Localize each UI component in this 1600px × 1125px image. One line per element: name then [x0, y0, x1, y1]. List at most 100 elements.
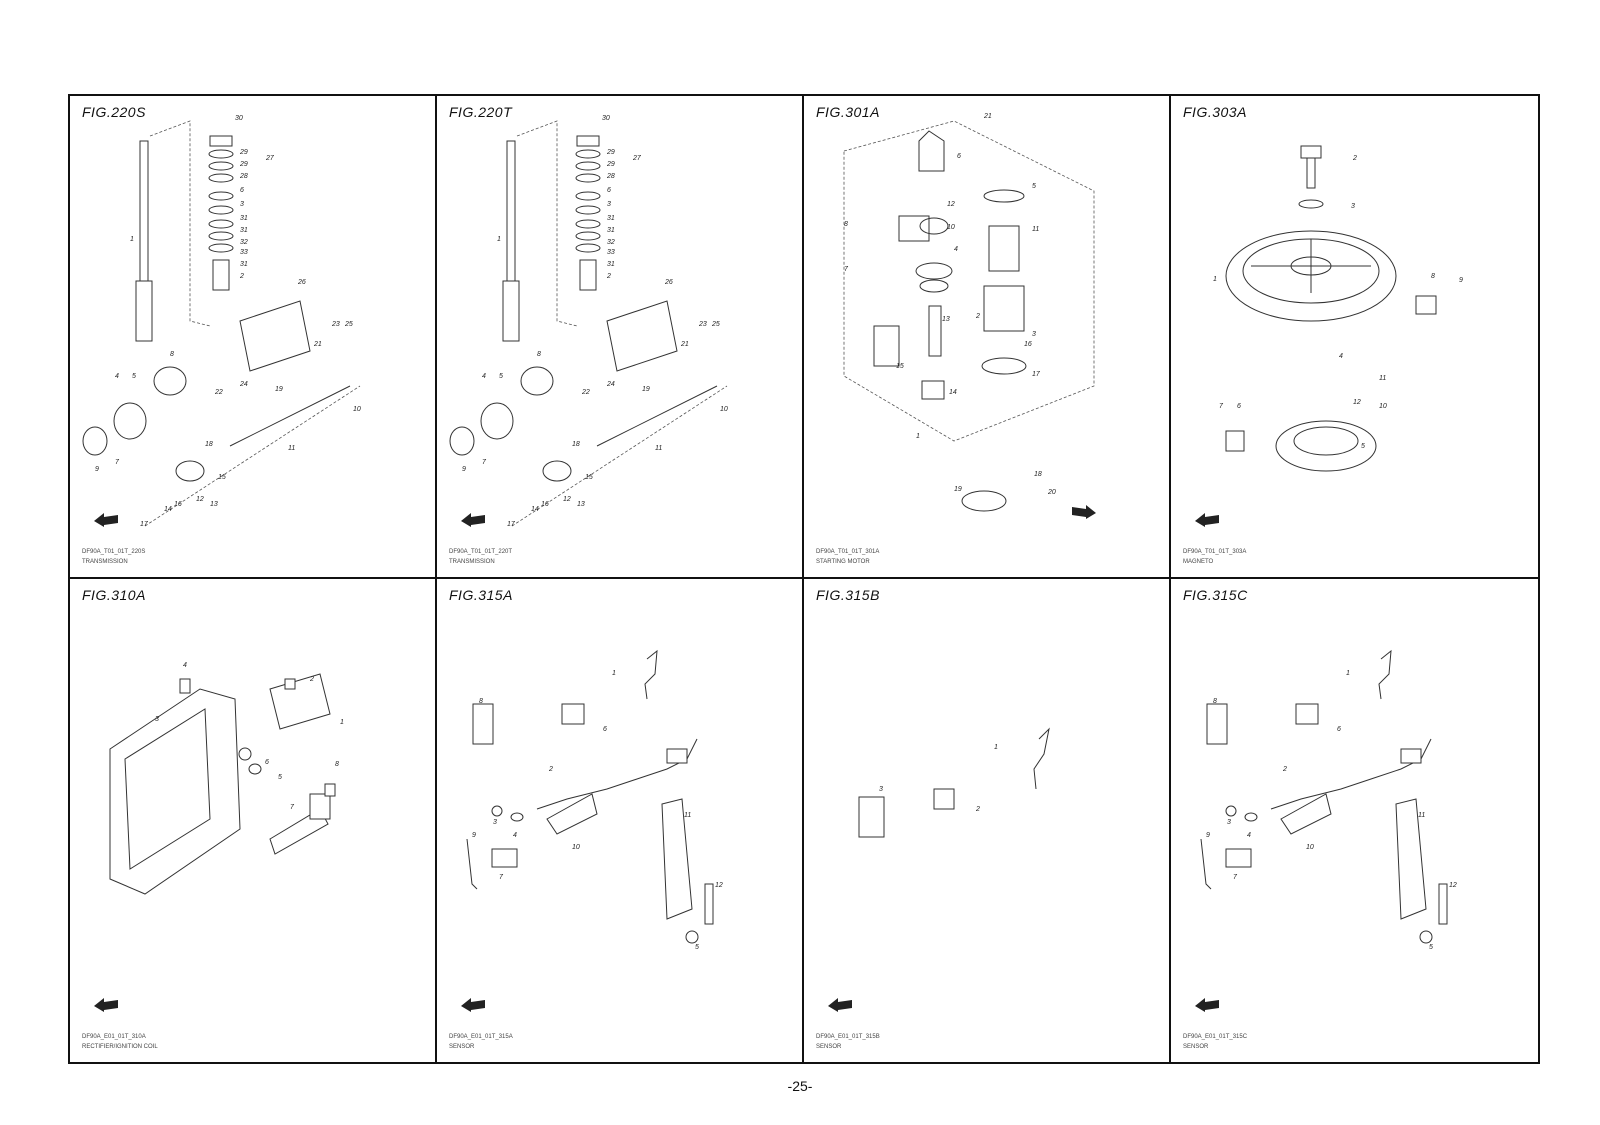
sensor-exploded-diagram: 1 8 6 2 3 4 9 10 11 7 12 5 [466, 649, 723, 951]
callout-number: 11 [1032, 226, 1039, 233]
ignition-coil-drawing [269, 793, 331, 855]
callout-number: 31 [240, 261, 248, 268]
callout-number: 12 [947, 201, 955, 208]
callout-number: 14 [949, 389, 957, 396]
callout-number: 4 [954, 246, 958, 253]
drive-shaft-drawing [135, 120, 211, 342]
callout-number: 13 [210, 501, 218, 508]
forward-arrow-icon [461, 998, 485, 1012]
callout-number: 2 [975, 806, 980, 813]
bearing-stack-drawing [208, 135, 234, 291]
callout-number: 1 [1346, 670, 1350, 677]
callout-labels: 1 3 2 [879, 744, 998, 813]
pinion-drawing [921, 305, 1027, 512]
callout-number: 2 [975, 313, 980, 320]
figure-code: DF90A_E01_01T_310A [82, 1034, 146, 1040]
callout-number: 15 [218, 474, 226, 481]
callout-number: 11 [1418, 812, 1425, 819]
page-number: -25- [787, 1078, 813, 1094]
callout-number: 19 [954, 486, 962, 493]
callout-number: 28 [606, 173, 615, 180]
callout-labels: 1 8 6 2 3 4 9 10 11 7 12 5 [1206, 670, 1457, 951]
callout-number: 8 [1431, 273, 1435, 280]
figure-code: DF90A_E01_01T_315A [449, 1034, 513, 1040]
callout-number: 8 [479, 698, 483, 705]
callout-number: 4 [115, 373, 119, 380]
sensor-exploded-diagram: 1 3 2 [858, 727, 1050, 838]
callout-labels: 4 2 3 1 6 5 8 7 [155, 662, 344, 811]
callout-number: 6 [957, 153, 961, 160]
lever-drawing [1200, 793, 1448, 944]
callout-number: 30 [235, 115, 243, 122]
callout-number: 16 [541, 501, 549, 508]
callout-number: 12 [1353, 399, 1361, 406]
callout-labels: 21 6 5 12 11 8 10 4 7 13 2 3 16 15 14 17… [844, 113, 1056, 496]
callout-number: 4 [513, 832, 517, 839]
callout-number: 13 [942, 316, 950, 323]
callout-labels: 30 27 29 29 28 6 3 31 31 32 33 31 2 1 26… [462, 115, 728, 528]
forward-arrow-icon [461, 513, 485, 527]
callout-number: 33 [240, 249, 248, 256]
callout-number: 8 [537, 351, 541, 358]
figure-code: DF90A_E01_01T_315C [1183, 1034, 1248, 1040]
callout-number: 7 [499, 874, 504, 881]
figure-title: FIG.315C [1183, 587, 1248, 603]
callout-number: 6 [265, 759, 269, 766]
figure-panel-315c: FIG.315C 1 8 [1171, 579, 1538, 1062]
callout-labels: 1 8 6 2 3 4 9 10 11 7 12 5 [472, 670, 723, 951]
callout-number: 11 [1379, 375, 1386, 382]
callout-number: 31 [240, 227, 248, 234]
figure-code: DF90A_E01_01T_315B [816, 1034, 880, 1040]
magneto-exploded-diagram: 2 3 1 8 9 4 11 12 10 7 6 5 [1213, 145, 1463, 472]
forward-arrow-icon [828, 998, 852, 1012]
forward-arrow-icon [94, 998, 118, 1012]
transmission-exploded-diagram: 30 27 29 29 28 6 3 31 31 32 33 31 2 1 26… [82, 115, 361, 528]
figure-title: FIG.315B [816, 587, 880, 603]
figure-code: DF90A_T01_01T_303A [1183, 549, 1247, 555]
callout-number: 2 [1352, 155, 1357, 162]
callout-number: 17 [1032, 371, 1041, 378]
callout-number: 10 [1379, 403, 1387, 410]
callout-number: 12 [715, 882, 723, 889]
figure-name: TRANSMISSION [449, 559, 495, 565]
motor-housing-outline [843, 120, 1095, 442]
callout-number: 31 [607, 215, 615, 222]
sensor-harness-drawing [1270, 649, 1432, 810]
callout-number: 29 [239, 149, 248, 156]
propeller-shaft-drawing [82, 300, 361, 527]
callout-number: 3 [879, 786, 883, 793]
sensor-body-drawing [858, 788, 955, 838]
callout-number: 18 [572, 441, 580, 448]
callout-number: 33 [607, 249, 615, 256]
callout-number: 10 [572, 844, 580, 851]
forward-arrow-icon [1195, 998, 1219, 1012]
callout-number: 3 [1351, 203, 1355, 210]
callout-number: 5 [695, 944, 699, 951]
callout-number: 6 [240, 187, 244, 194]
figure-name: RECTIFIER/IGNITION COIL [82, 1044, 158, 1050]
drive-shaft-drawing [502, 120, 578, 342]
sensor-body-drawing [472, 703, 688, 764]
stator-drawing [1275, 420, 1377, 472]
callout-number: 2 [548, 766, 553, 773]
callout-number: 3 [240, 201, 244, 208]
callout-number: 12 [563, 496, 571, 503]
figure-title: FIG.220T [449, 104, 513, 120]
callout-number: 27 [265, 155, 275, 162]
callout-number: 2 [606, 273, 611, 280]
callout-number: 7 [482, 459, 487, 466]
forward-arrow-icon [1072, 505, 1096, 519]
callout-number: 2 [239, 273, 244, 280]
callout-number: 21 [313, 341, 322, 348]
callout-number: 9 [1206, 832, 1210, 839]
callout-number: 3 [1227, 819, 1231, 826]
callout-number: 4 [482, 373, 486, 380]
callout-number: 18 [1034, 471, 1042, 478]
callout-number: 5 [1361, 443, 1365, 450]
callout-number: 1 [994, 744, 998, 751]
callout-number: 4 [1339, 353, 1343, 360]
callout-number: 16 [174, 501, 182, 508]
bearing-stack-drawing [575, 135, 601, 291]
callout-number: 15 [896, 363, 904, 370]
callout-number: 25 [344, 321, 353, 328]
